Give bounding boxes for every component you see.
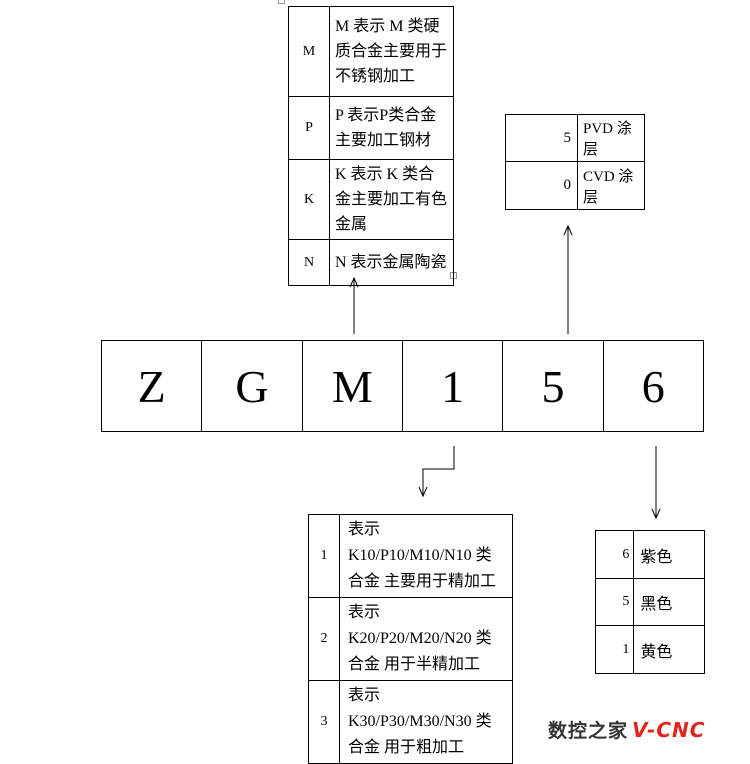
grade-code: 2 <box>308 597 340 681</box>
table-row: 6 紫色 <box>594 530 705 579</box>
coating-text: CVD 涂层 <box>577 161 645 210</box>
table-row: P P 表示P类合金主要加工钢材 <box>288 96 454 160</box>
product-code-row: Z G M 1 5 6 <box>101 340 704 432</box>
color-code: 6 <box>594 530 635 579</box>
table-row: K K 表示 K 类合金主要加工有色金属 <box>288 159 454 240</box>
watermark-en: V-CNC <box>632 718 706 742</box>
grade-desc: 表示 K30/P30/M30/N30 类合金 用于粗加工 <box>339 680 513 764</box>
arrow-5-head <box>563 224 573 236</box>
selection-handle <box>278 0 285 4</box>
code-char: 5 <box>502 341 602 431</box>
material-code: N <box>288 239 330 286</box>
table-row: 3 表示 K30/P30/M30/N30 类合金 用于粗加工 <box>308 680 513 764</box>
arrow-1-to-grade <box>422 446 455 496</box>
code-char: G <box>201 341 301 431</box>
material-code: P <box>288 96 330 160</box>
material-desc: N 表示金属陶瓷 <box>329 239 454 286</box>
coating-code: 5 <box>505 114 578 162</box>
table-row: 0 CVD 涂层 <box>505 161 645 210</box>
color-text: 黄色 <box>633 625 705 674</box>
color-text: 黑色 <box>633 578 705 626</box>
color-code: 5 <box>594 578 635 626</box>
code-char: 1 <box>401 341 502 431</box>
code-char: Z <box>137 360 166 412</box>
table-row: M M 表示 M 类硬质合金主要用于不锈钢加工 <box>288 6 454 97</box>
material-table: M M 表示 M 类硬质合金主要用于不锈钢加工 P P 表示P类合金主要加工钢材… <box>288 6 454 286</box>
color-code: 1 <box>594 625 635 674</box>
coating-table: 5 PVD 涂层 0 CVD 涂层 <box>505 114 645 210</box>
table-row: 2 表示 K20/P20/M20/N20 类合金 用于半精加工 <box>308 597 513 681</box>
code-char: 6 <box>602 341 703 431</box>
table-row: N N 表示金属陶瓷 <box>288 239 454 286</box>
material-desc: K 表示 K 类合金主要加工有色金属 <box>329 159 454 240</box>
table-row: 5 PVD 涂层 <box>505 114 645 162</box>
grade-table: 1 表示 K10/P10/M10/N10 类合金 主要用于精加工 2 表示 K2… <box>308 514 513 764</box>
watermark-cn: 数控之家 <box>548 720 629 742</box>
grade-desc: 表示 K20/P20/M20/N20 类合金 用于半精加工 <box>339 597 513 681</box>
grade-desc: 表示 K10/P10/M10/N10 类合金 主要用于精加工 <box>339 514 513 598</box>
color-text: 紫色 <box>633 530 705 579</box>
coating-code: 0 <box>505 161 578 210</box>
table-row: 1 表示 K10/P10/M10/N10 类合金 主要用于精加工 <box>308 514 513 598</box>
grade-code: 3 <box>308 680 340 764</box>
arrow-6-head <box>651 508 661 520</box>
code-char: M <box>301 341 402 431</box>
material-code: K <box>288 159 330 240</box>
coating-text: PVD 涂层 <box>577 114 645 162</box>
table-row: 5 黑色 <box>594 578 705 626</box>
color-table: 6 紫色 5 黑色 1 黄色 <box>594 530 705 674</box>
table-row: 1 黄色 <box>594 625 705 674</box>
material-code: M <box>288 6 330 97</box>
material-desc: M 表示 M 类硬质合金主要用于不锈钢加工 <box>329 6 454 97</box>
arrow-1-head <box>418 486 428 498</box>
material-desc: P 表示P类合金主要加工钢材 <box>329 96 454 160</box>
grade-code: 1 <box>308 514 340 598</box>
